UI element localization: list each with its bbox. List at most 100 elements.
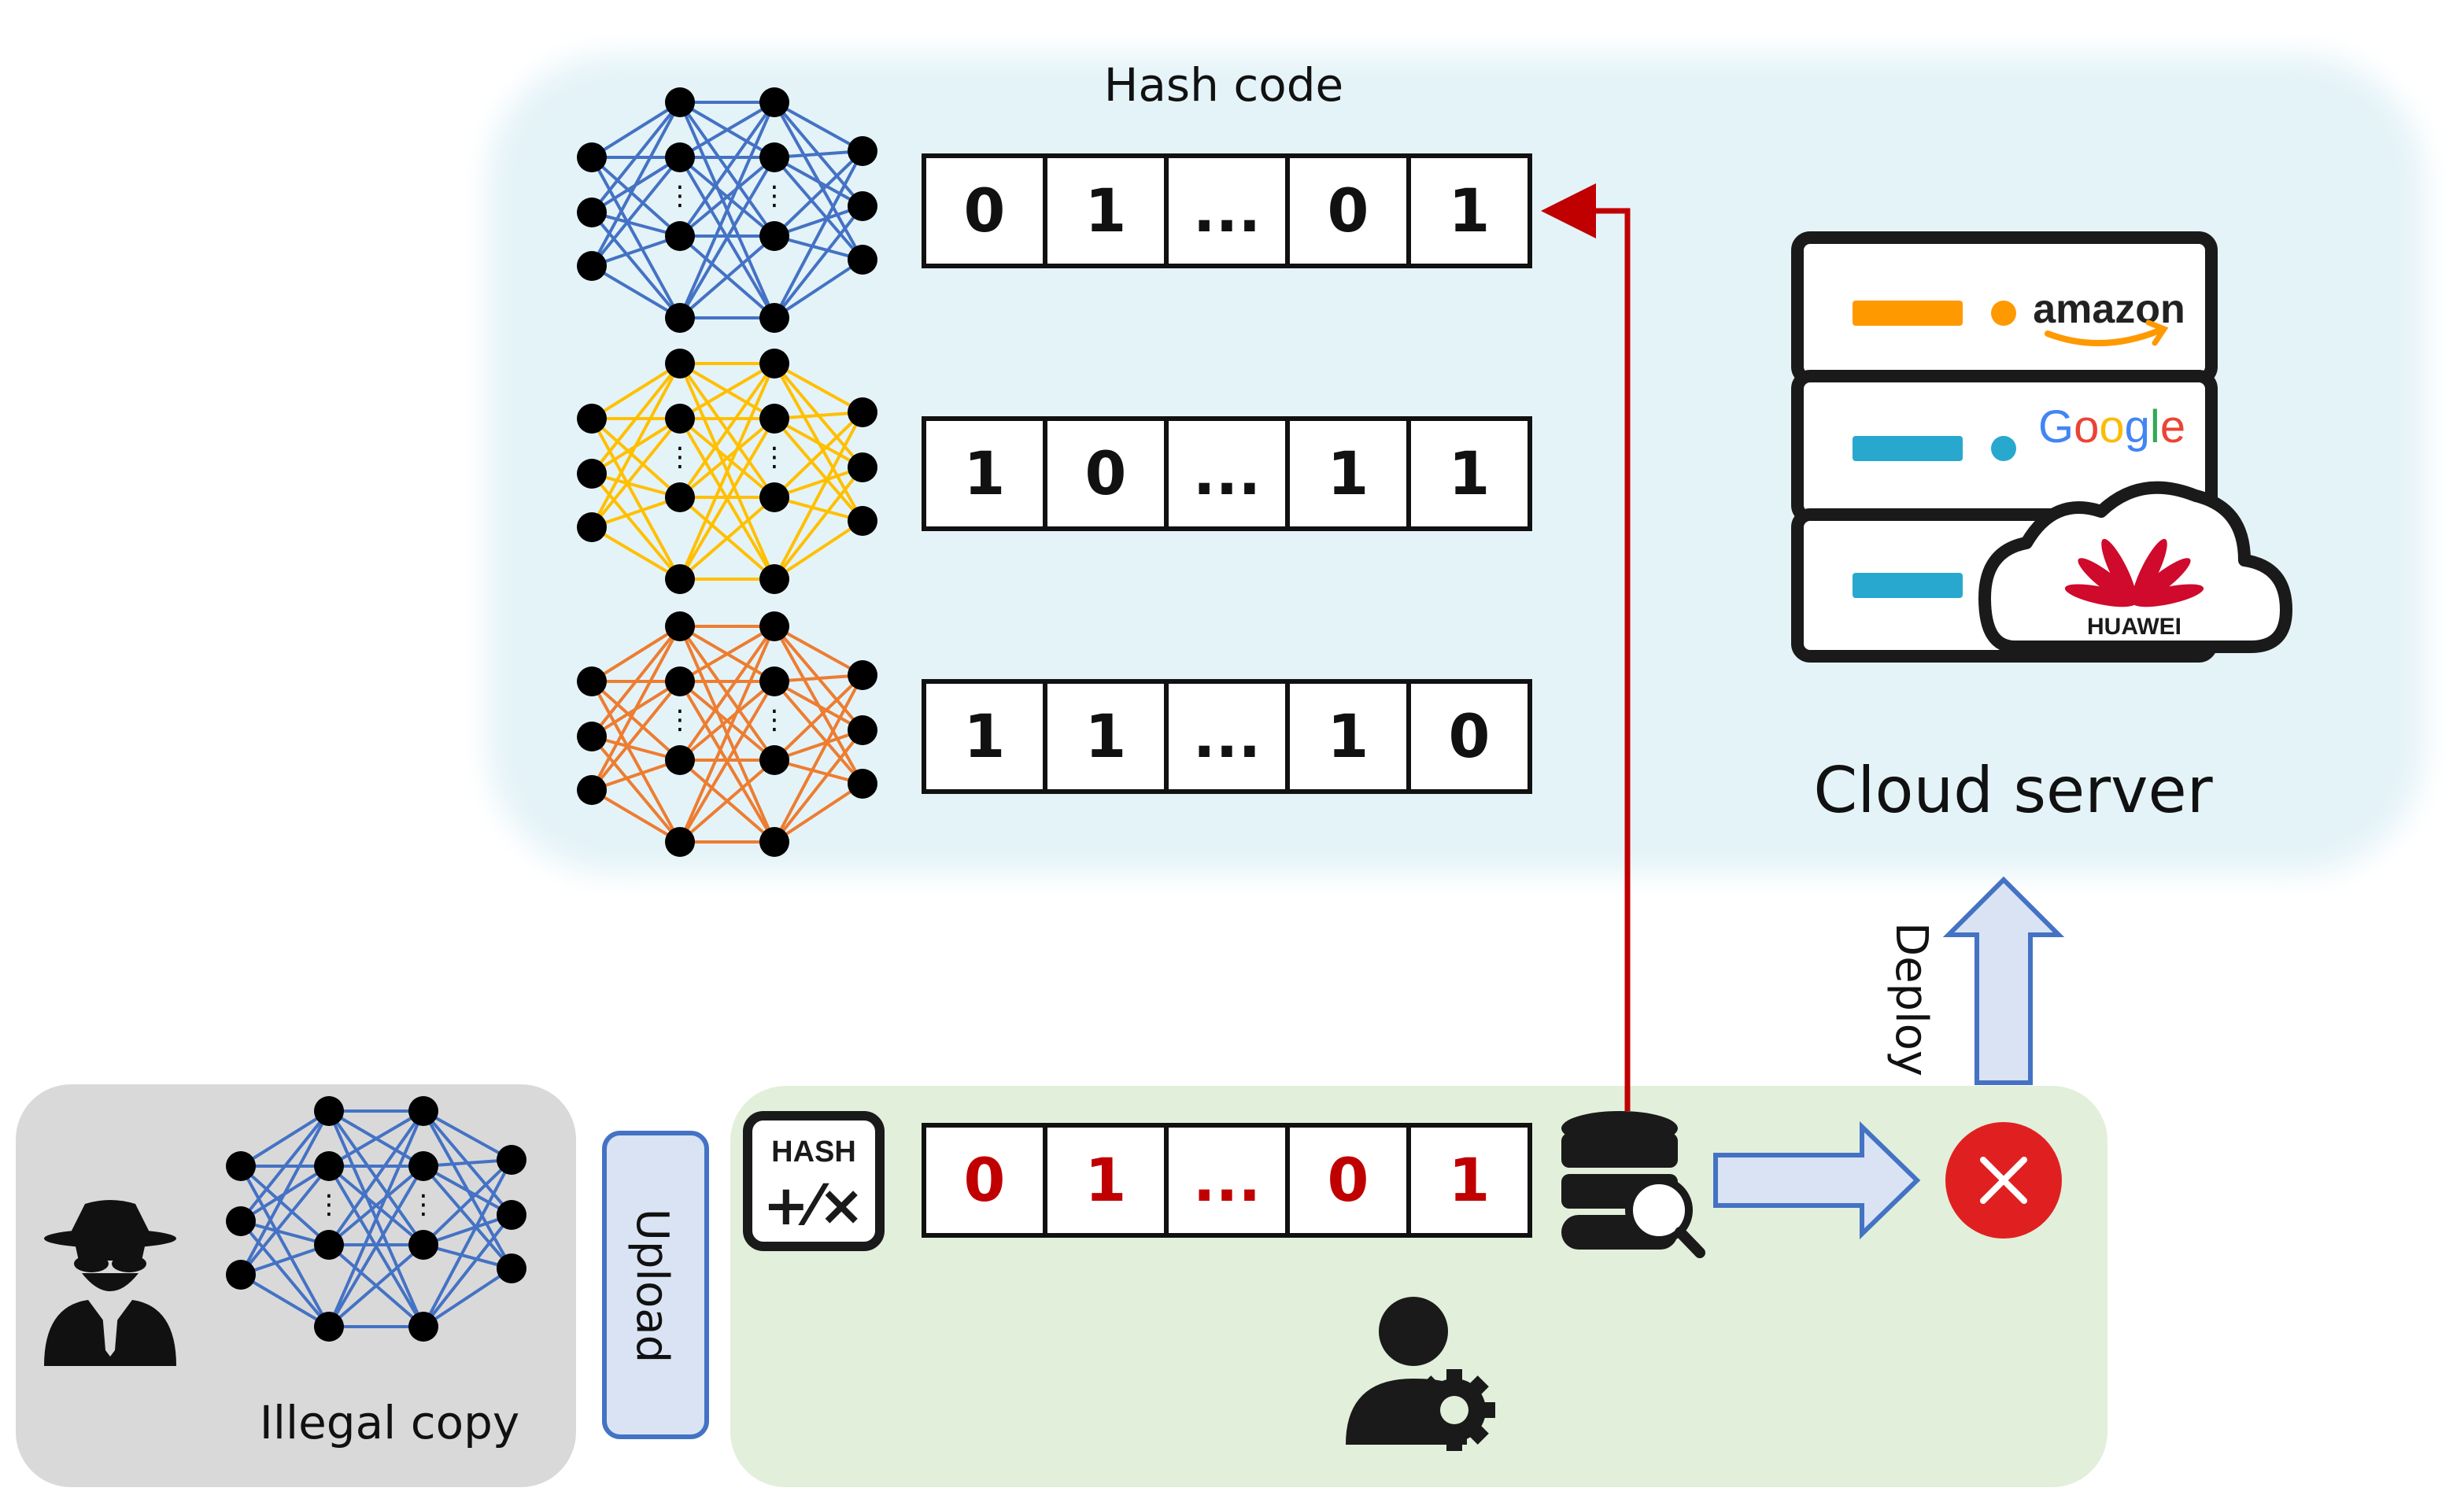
net-neuron xyxy=(577,198,607,227)
hash-cell xyxy=(1285,153,1411,268)
net-connection xyxy=(678,417,776,581)
net-connection xyxy=(423,1243,512,1270)
cloud-icon xyxy=(1978,481,2292,653)
net-connection xyxy=(590,417,682,499)
net-connection xyxy=(774,759,863,785)
net-connection xyxy=(773,674,864,843)
network-illegal-copy: ⋮⋮ xyxy=(226,1096,526,1342)
net-neuron xyxy=(759,745,789,775)
net-connection xyxy=(239,1109,331,1223)
net-connection xyxy=(678,759,776,844)
net-connection xyxy=(422,1213,513,1328)
server-led xyxy=(1991,301,2016,326)
net-connection xyxy=(590,526,682,581)
net-neuron xyxy=(665,349,695,378)
net-neuron xyxy=(848,136,877,166)
net-connection xyxy=(773,417,864,522)
net-connection xyxy=(678,101,776,238)
huawei-petal xyxy=(2131,538,2167,605)
net-connection xyxy=(774,362,863,414)
net-neuron xyxy=(759,87,789,117)
net-connection xyxy=(590,363,682,528)
net-neuron xyxy=(759,221,789,251)
net-neuron xyxy=(665,404,695,434)
net-connection xyxy=(774,680,863,732)
net-connection xyxy=(590,157,682,319)
model-owner-icon xyxy=(1346,1297,1495,1451)
hash-bit: 0 xyxy=(1085,438,1127,508)
net-neuron xyxy=(665,482,695,512)
net-neuron xyxy=(577,459,607,489)
net-connection xyxy=(590,472,682,581)
net-connection xyxy=(327,1165,425,1328)
net-neuron xyxy=(848,397,877,427)
hash-bit: ... xyxy=(1193,175,1262,246)
net-connection xyxy=(678,625,776,683)
net-connection xyxy=(590,101,682,214)
net-neuron xyxy=(226,1206,256,1236)
net-connection xyxy=(774,101,863,153)
net-connection xyxy=(590,156,682,238)
net-connection xyxy=(678,496,776,581)
hash-cell xyxy=(1285,679,1411,794)
net-connection xyxy=(239,1109,331,1168)
net-neuron xyxy=(577,142,607,172)
net-connection xyxy=(591,735,681,762)
hash-cell xyxy=(1406,416,1532,531)
server-bar xyxy=(1853,573,1963,598)
hash-bit: 1 xyxy=(964,701,1006,771)
block-arrow xyxy=(1713,1121,1921,1240)
net-connection xyxy=(678,417,776,499)
hash-cell xyxy=(1164,1123,1290,1238)
net-ellipsis: ⋮ xyxy=(761,180,788,212)
huawei-logo-icon xyxy=(2064,538,2204,607)
hash-bit: 1 xyxy=(1085,175,1127,246)
net-connection xyxy=(239,1165,331,1327)
deploy-arrow xyxy=(1942,876,2065,1085)
svg-text:+⁄×: +⁄× xyxy=(763,1173,865,1238)
net-connection xyxy=(773,782,864,844)
net-connection xyxy=(591,759,681,792)
net-connection xyxy=(590,625,682,738)
net-connection xyxy=(590,681,682,843)
net-connection xyxy=(239,1165,331,1276)
net-neuron xyxy=(848,452,877,482)
net-connection xyxy=(422,1159,513,1327)
hash-bit: 1 xyxy=(1449,175,1491,246)
net-connection xyxy=(678,680,776,762)
net-connection xyxy=(774,156,863,208)
hash-bit: 0 xyxy=(1328,175,1369,246)
net-connection xyxy=(590,418,682,580)
upload-box xyxy=(602,1131,709,1439)
hash-cell xyxy=(1164,416,1290,531)
net-connection xyxy=(774,729,863,762)
net-connection xyxy=(678,102,776,319)
net-neuron xyxy=(759,482,789,512)
net-connection xyxy=(678,362,776,499)
net-neuron xyxy=(848,191,877,221)
network-model-3: ⋮⋮ xyxy=(577,611,877,857)
hash-cell xyxy=(1406,679,1532,794)
net-connection xyxy=(239,1110,331,1276)
net-connection xyxy=(239,1273,331,1328)
net-connection xyxy=(590,625,682,683)
hash-cell xyxy=(922,679,1047,794)
net-neuron xyxy=(665,666,695,696)
net-neuron xyxy=(314,1096,344,1126)
upload-label: Upload xyxy=(626,1209,678,1363)
net-connection xyxy=(423,1213,512,1246)
net-connection xyxy=(590,211,682,319)
illegal-copy-label: Illegal copy xyxy=(260,1396,519,1449)
net-connection xyxy=(678,362,776,420)
net-neuron xyxy=(408,1312,438,1342)
net-connection xyxy=(590,102,682,267)
hash-cell xyxy=(922,1123,1047,1238)
net-neuron xyxy=(759,827,789,857)
net-neuron xyxy=(577,512,607,542)
net-connection xyxy=(590,101,682,159)
amazon-smile-arrow-icon xyxy=(2145,319,2169,346)
hash-cell xyxy=(1406,153,1532,268)
